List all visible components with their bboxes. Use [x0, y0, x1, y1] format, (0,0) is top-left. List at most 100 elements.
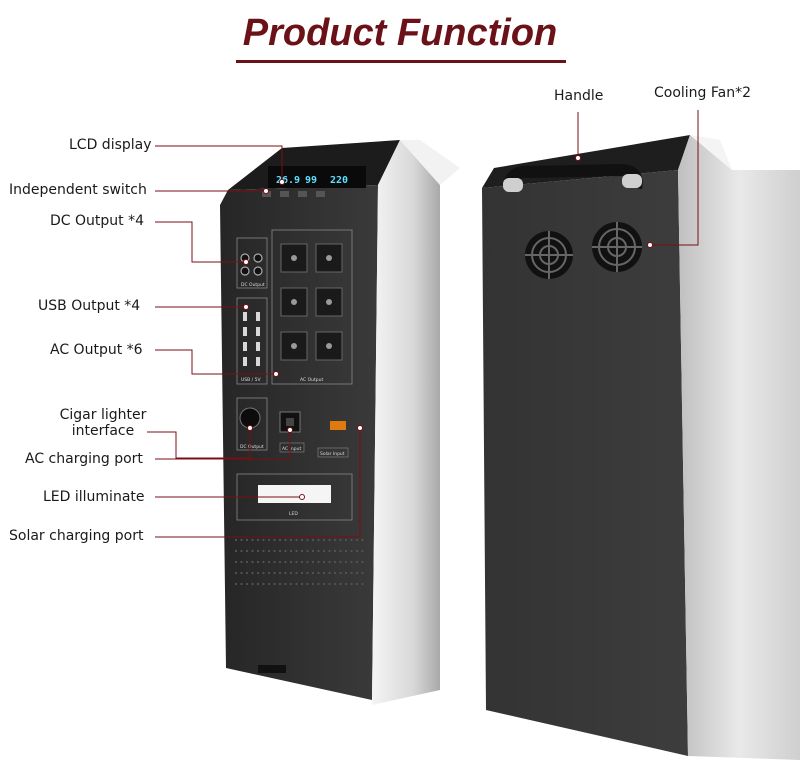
grill-hole — [300, 582, 304, 586]
grill-hole — [344, 560, 348, 564]
grill-hole — [328, 571, 331, 575]
grill-hole — [317, 582, 320, 586]
lcd-value-2: 99 — [305, 175, 317, 186]
grill-hole — [339, 538, 342, 542]
grill-hole — [245, 571, 249, 575]
grill-hole — [333, 538, 337, 542]
grill-hole — [300, 571, 304, 575]
grill-hole — [284, 582, 287, 586]
page-title: Product Function — [242, 12, 558, 54]
grill-hole — [251, 571, 254, 575]
grill-hole — [234, 571, 238, 575]
grill-hole — [278, 571, 282, 575]
grill-hole — [262, 582, 265, 586]
grill-hole — [355, 582, 359, 586]
grill-hole — [240, 549, 243, 553]
label-cigar-line-2: interface — [71, 423, 135, 439]
grill-hole — [306, 571, 309, 575]
grill-hole — [361, 560, 364, 564]
grill-hole — [328, 582, 331, 586]
label-cigar-line-1: Cigar lighter — [59, 407, 147, 423]
grill-hole — [256, 571, 260, 575]
grill-hole — [240, 582, 243, 586]
grill-hole — [306, 549, 309, 553]
grill-hole — [245, 582, 249, 586]
grill-hole — [295, 582, 298, 586]
grill-hole — [278, 538, 282, 542]
grill-hole — [355, 549, 359, 553]
label-independent-switch: Independent switch — [9, 182, 147, 198]
grill-hole — [284, 571, 287, 575]
grill-hole — [256, 538, 260, 542]
grill-hole — [234, 582, 238, 586]
grill-hole — [355, 560, 359, 564]
label-ac-charging-port: AC charging port — [25, 451, 143, 467]
label-ac-output: AC Output *6 — [50, 342, 143, 358]
grill-hole — [295, 571, 298, 575]
grill-hole — [267, 549, 271, 553]
solar-input-port[interactable] — [330, 421, 346, 430]
grill-hole — [339, 582, 342, 586]
handle[interactable] — [503, 163, 643, 192]
callout-dots — [243, 155, 653, 500]
grill-hole — [240, 560, 243, 564]
grill-hole — [350, 560, 353, 564]
grill-hole — [344, 582, 348, 586]
label-solar-charging-port: Solar charging port — [9, 528, 144, 544]
lcd-display — [268, 166, 366, 188]
grill-hole — [295, 538, 298, 542]
grill-hole — [311, 560, 315, 564]
grill-hole — [245, 538, 249, 542]
cooling-fan-right — [592, 222, 642, 272]
grill-hole — [328, 538, 331, 542]
grill-hole — [284, 560, 287, 564]
title-underline — [236, 60, 566, 63]
cooling-fan-left — [525, 231, 573, 279]
grill-hole — [322, 549, 326, 553]
grill-hole — [295, 549, 298, 553]
grill-hole — [339, 571, 342, 575]
grill-hole — [306, 560, 309, 564]
grill-hole — [234, 560, 238, 564]
grill-hole — [245, 549, 249, 553]
grill-hole — [289, 549, 293, 553]
grill-hole — [317, 560, 320, 564]
grill-hole — [317, 549, 320, 553]
cigar-caption: DC Output — [240, 444, 264, 450]
grill-hole — [339, 549, 342, 553]
label-cooling-fan: Cooling Fan*2 — [654, 85, 752, 101]
grill-hole — [328, 560, 331, 564]
dc-output-panel — [236, 237, 268, 289]
grill-hole — [267, 571, 271, 575]
grill-hole — [251, 549, 254, 553]
grill-hole — [289, 538, 293, 542]
grill-hole — [273, 538, 276, 542]
grill-hole — [240, 538, 243, 542]
grill-hole — [289, 571, 293, 575]
grill-hole — [317, 538, 320, 542]
grill-hole — [361, 571, 364, 575]
grill-hole — [262, 560, 265, 564]
led-caption: LED — [289, 511, 298, 517]
label-led-illuminate: LED illuminate — [43, 489, 145, 505]
grill-hole — [278, 560, 282, 564]
callout-lines — [147, 110, 699, 538]
ac-sockets[interactable] — [280, 243, 343, 361]
speaker-grill — [234, 538, 364, 586]
grill-hole — [322, 560, 326, 564]
usb-ports[interactable] — [243, 312, 260, 366]
grill-hole — [350, 582, 353, 586]
solar-input-caption: Solar Input — [320, 451, 345, 457]
grill-hole — [234, 538, 238, 542]
front-unit: 26.9 99 220 DC Output USB / 5V — [220, 140, 460, 705]
grill-hole — [251, 582, 254, 586]
grill-hole — [350, 538, 353, 542]
grill-hole — [350, 549, 353, 553]
grill-hole — [267, 582, 271, 586]
power-switches[interactable] — [262, 191, 325, 197]
grill-hole — [278, 582, 282, 586]
grill-hole — [311, 571, 315, 575]
grill-hole — [267, 538, 271, 542]
ac-output-caption: AC Output — [300, 377, 323, 383]
